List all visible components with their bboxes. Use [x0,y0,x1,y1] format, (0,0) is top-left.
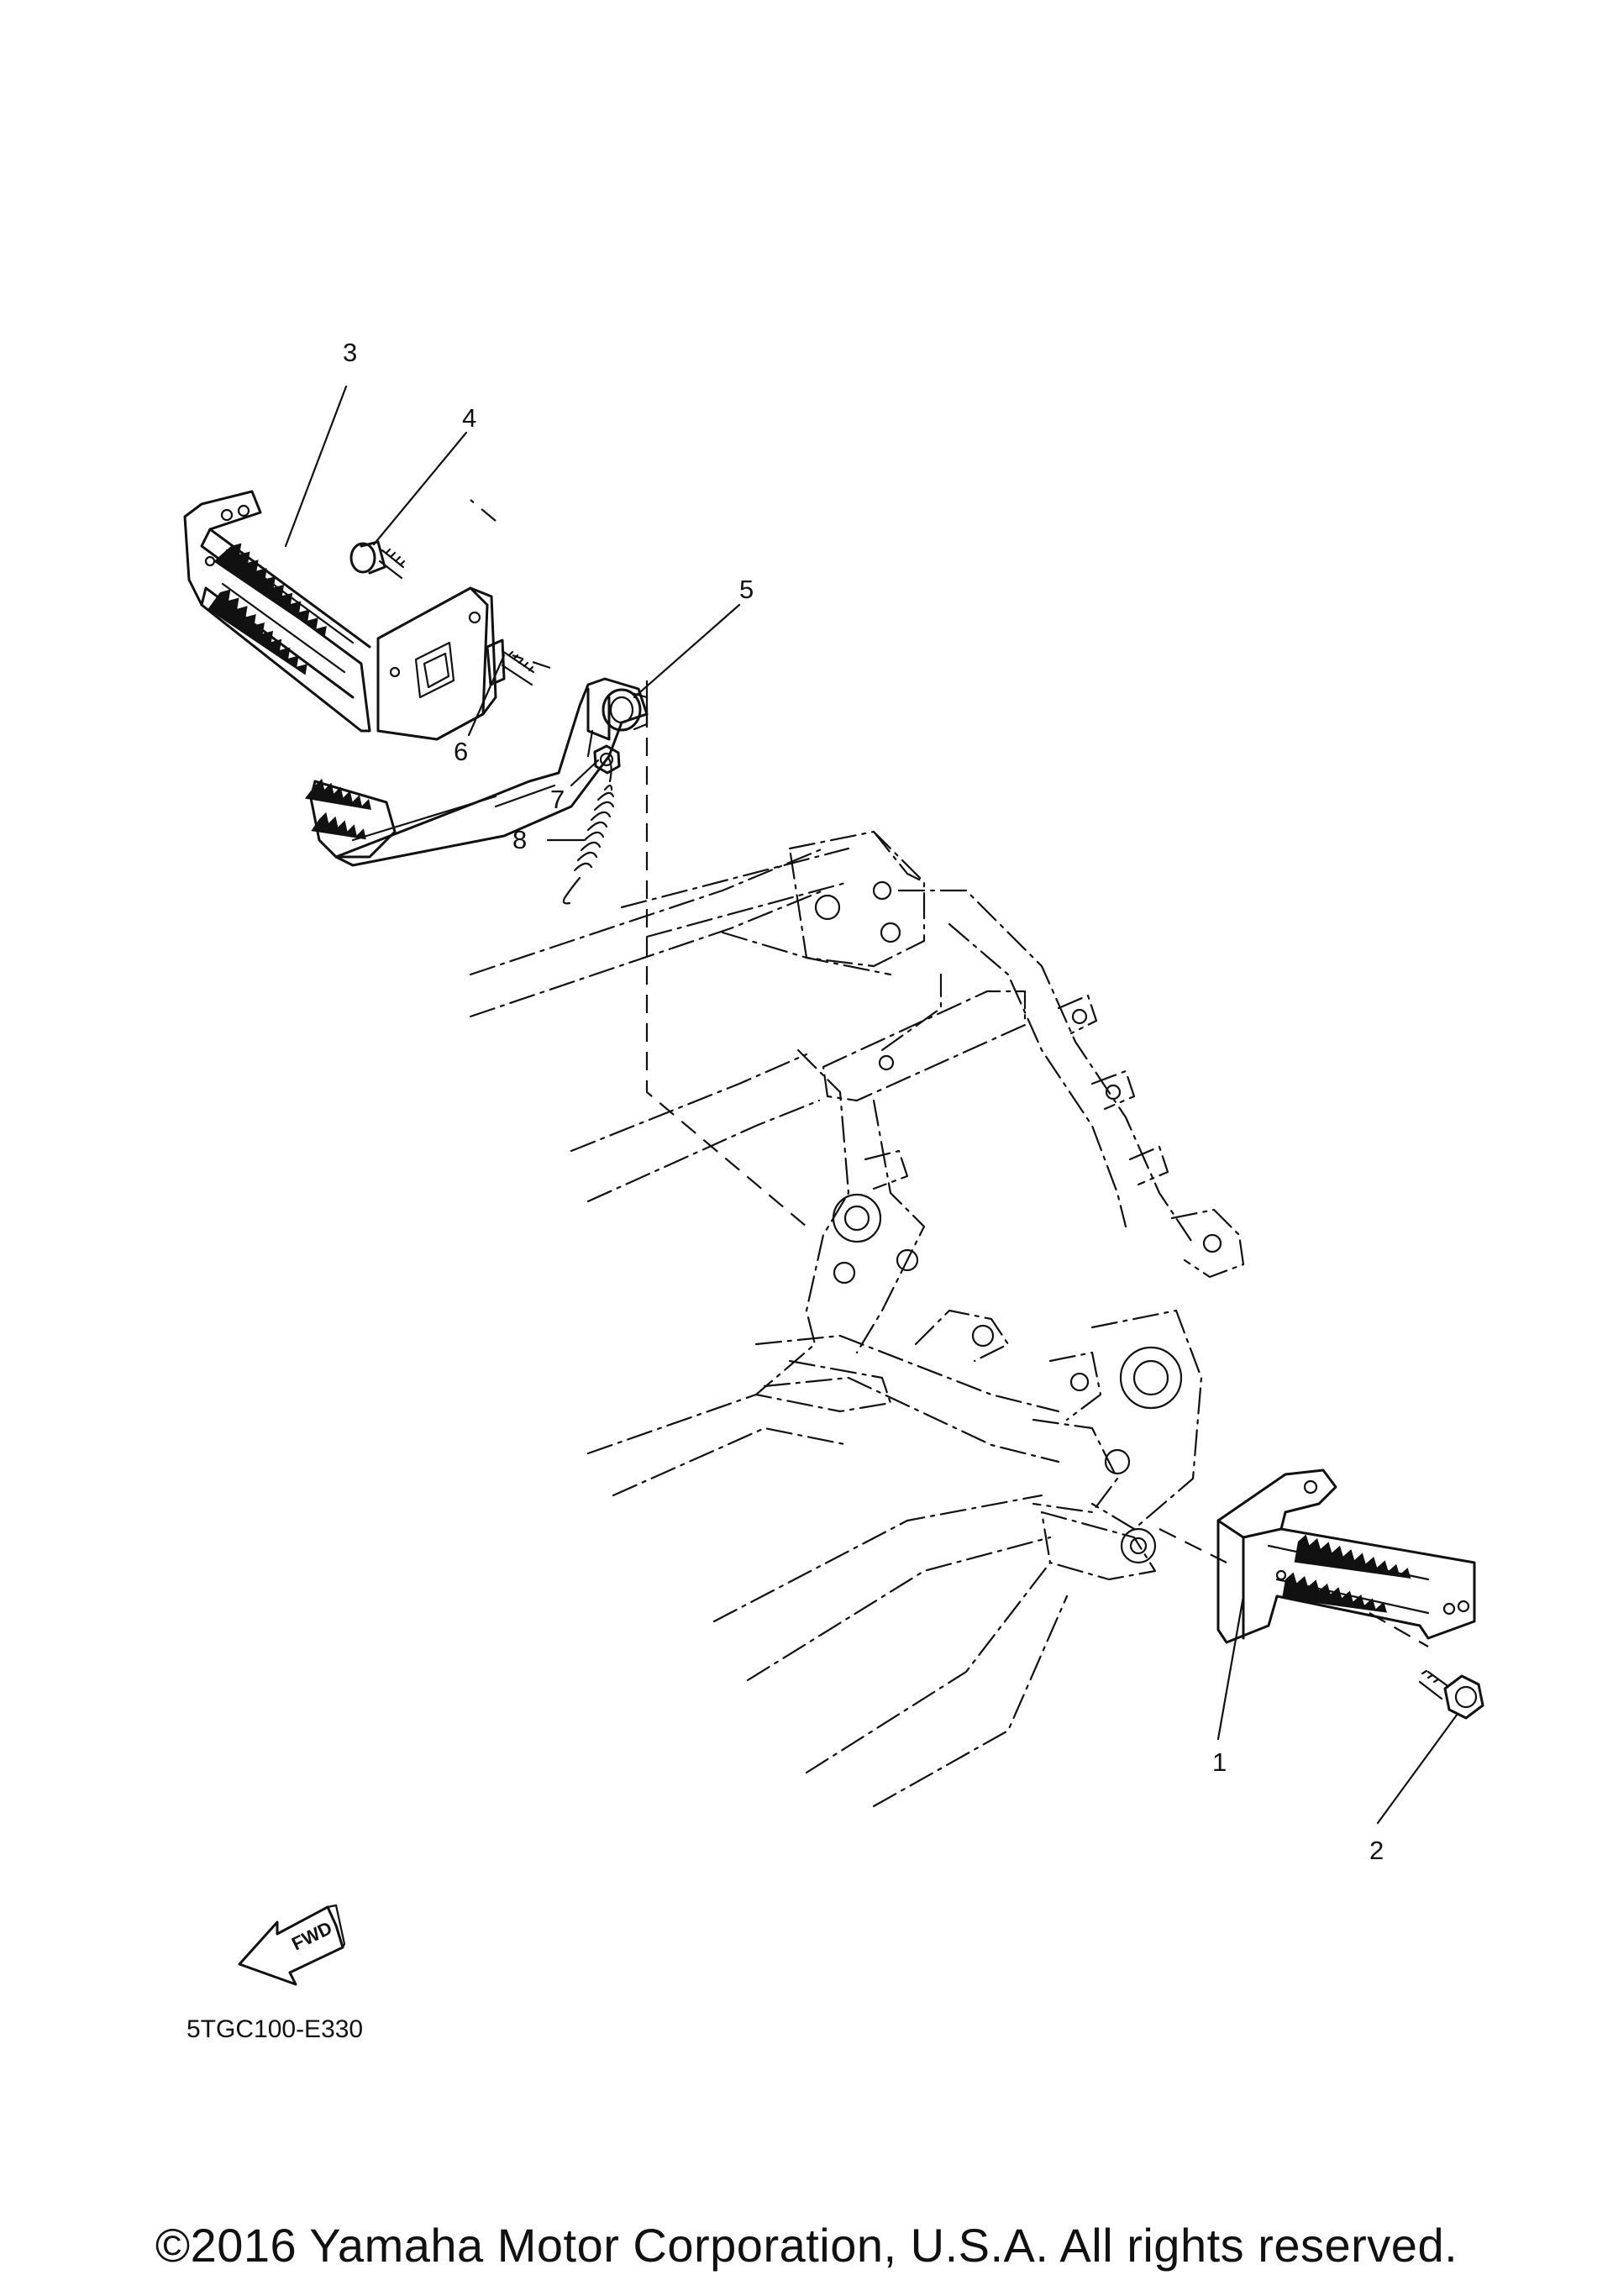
left-footrest [183,490,497,741]
diagram-code: 5TGC100-E330 [187,2015,363,2043]
motorcycle-frame [469,830,1245,1808]
collar-5 [602,688,649,732]
callout-4: 4 [462,403,476,433]
bolt-4 [349,540,406,580]
fwd-arrow-icon: FWD [238,1904,346,1986]
bolt-6 [486,638,535,686]
callout-5: 5 [739,575,754,604]
spring-8 [562,756,615,905]
callout-7: 7 [550,785,565,814]
guide-lines [470,499,1429,1647]
callout-3: 3 [343,338,357,367]
callout-8: 8 [512,825,527,854]
leader-lines [284,385,1459,1825]
fwd-label: FWD [288,1917,335,1954]
callout-1: 1 [1212,1747,1227,1777]
copyright-notice: ©2016 Yamaha Motor Corporation, U.S.A. A… [155,2219,1458,2272]
right-footrest-teeth [1282,1534,1411,1613]
brake-pedal [304,677,649,867]
callout-labels: 3 4 5 6 7 8 1 2 [343,338,1384,1865]
right-footrest [1216,1468,1476,1644]
bolt-2 [1418,1669,1484,1720]
nut-7 [593,744,621,775]
left-footrest-teeth [208,543,327,675]
callout-2: 2 [1369,1836,1384,1865]
callout-6: 6 [454,737,468,766]
